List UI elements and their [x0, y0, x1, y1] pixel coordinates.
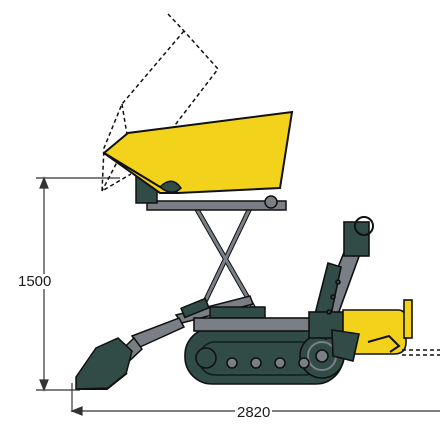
control-handle: [354, 216, 374, 236]
scissor-arm-2-fill: [198, 205, 253, 313]
height-dimension-label: 1500: [16, 273, 54, 290]
tower-bolt: [335, 279, 341, 285]
tower-bolts: [326, 279, 341, 315]
shovel-edge: [78, 372, 128, 390]
arm-mount: [209, 306, 266, 319]
drive-sprocket-hub: [315, 349, 329, 363]
length-arrow-left: [70, 406, 83, 416]
arm-link-middle: [130, 317, 186, 348]
rear-mirror: [403, 299, 413, 339]
bucket-platform: [146, 200, 287, 211]
tower-bolt: [330, 294, 336, 300]
bucket-pivot: [158, 180, 182, 193]
idler-wheel: [195, 347, 217, 369]
track-roller: [226, 357, 238, 369]
platform-support-pin: [264, 195, 278, 209]
engine-pipe: [367, 334, 401, 353]
control-box: [343, 221, 370, 257]
bucket-lip: [103, 152, 179, 194]
bucket-body: [102, 110, 294, 195]
arm-cylinder: [180, 297, 210, 319]
loading-shovel: [75, 337, 133, 390]
height-arrow-bottom: [39, 379, 49, 392]
raised-bucket-front-line: [101, 30, 185, 193]
dumper-bucket: [102, 110, 294, 195]
track-rollers: [226, 357, 310, 369]
track-roller: [274, 357, 286, 369]
operator-tower: [308, 216, 413, 362]
length-dimension-label: 2820: [235, 404, 273, 421]
track-roller: [250, 357, 262, 369]
scissor-lift: [135, 169, 287, 314]
track-roller: [298, 357, 310, 369]
engine-side-panel: [331, 329, 360, 362]
height-arrow-top: [39, 176, 49, 189]
rear-extension: [402, 349, 440, 356]
tower-bolt: [326, 309, 332, 315]
